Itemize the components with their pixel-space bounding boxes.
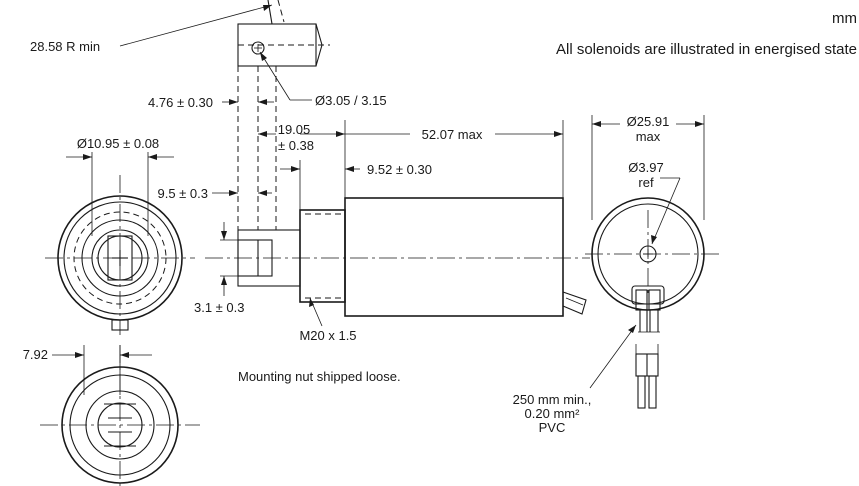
thread-size-label: M20 x 1.5: [299, 328, 356, 343]
leads-note-line3: PVC: [539, 420, 566, 435]
rear-hole-label-line2: ref: [638, 175, 654, 190]
pin-hole-dia-label: Ø3.05 / 3.15: [315, 93, 387, 108]
rear-hole-label-line1: Ø3.97: [628, 160, 663, 175]
body-dia-label-line1: Ø25.91: [627, 114, 670, 129]
rear-end-view: [585, 115, 720, 409]
bend-radius-label: 28.58 R min: [30, 39, 100, 54]
energised-state-note: All solenoids are illustrated in energis…: [556, 41, 857, 58]
front-offset-label: 9.5 ± 0.3: [157, 186, 208, 201]
leads-note-line2: 0.20 mm²: [525, 406, 581, 421]
thread-length-label: 9.52 ± 0.30: [367, 162, 432, 177]
front-end-view: [45, 152, 195, 335]
units-label: mm: [832, 10, 857, 27]
body-length-label: 52.07 max: [422, 127, 483, 142]
stroke-label-line2: ± 0.38: [278, 138, 314, 153]
stroke-label-line1: 19.05: [278, 122, 311, 137]
slot-width-label: 3.1 ± 0.3: [194, 300, 245, 315]
side-view: [119, 0, 590, 327]
leads-note-line1: 250 mm min.,: [513, 392, 592, 407]
front-dia-label: Ø10.95 ± 0.08: [77, 136, 159, 151]
rear-flat-view: [40, 345, 200, 486]
body-dia-label-line2: max: [636, 129, 661, 144]
flat-width-label: 7.92: [23, 347, 48, 362]
mounting-nut-note: Mounting nut shipped loose.: [238, 369, 401, 384]
plunger-offset-label: 4.76 ± 0.30: [148, 95, 213, 110]
